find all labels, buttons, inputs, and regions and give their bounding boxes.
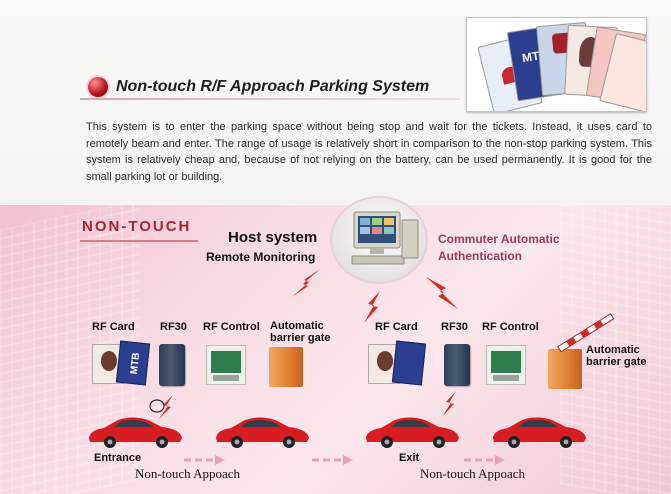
rf-card-image: MTB	[92, 340, 151, 386]
commuter-line-1: Commuter Automatic	[438, 232, 560, 246]
flow-arrow-icon	[464, 455, 505, 465]
barrier-line-1: Automatic	[586, 344, 640, 356]
flow-caption: Non-touch Appoach	[135, 466, 241, 481]
signal-bolt-icon	[442, 391, 456, 417]
signal-bolt-icon	[292, 269, 320, 297]
rf-cards-photo: MTB	[466, 17, 647, 112]
car-icon	[89, 417, 182, 448]
bullet-icon	[88, 77, 108, 97]
rf-control-label: RF Control	[203, 321, 260, 333]
barrier-line-1: Automatic	[270, 320, 324, 332]
host-computer-image	[330, 196, 428, 284]
car-icon	[366, 417, 459, 448]
commuter-line-2: Authentication	[438, 249, 522, 263]
rf-control-image	[206, 345, 246, 385]
page-title: Non-touch R/F Approach Parking System	[116, 78, 430, 95]
rf30-reader-image	[444, 344, 470, 386]
barrier-gate-image	[548, 349, 582, 389]
barrier-gate-label: Automatic barrier gate	[586, 344, 647, 368]
header-area: MTB Non-touch R/F Approach Parking Syste…	[0, 0, 671, 204]
rf30-label: RF30	[441, 321, 468, 333]
flow-caption: Non-touch Appoach	[420, 466, 526, 481]
flow-arrow-icon	[184, 455, 225, 465]
barrier-gate-label: Automatic barrier gate	[270, 320, 331, 344]
section-underline	[80, 240, 198, 242]
title-underline	[80, 98, 460, 100]
detection-loop-icon	[149, 399, 165, 413]
section-label: NON-TOUCH	[82, 218, 192, 235]
commuter-auth-label: Commuter Automatic Authentication	[438, 231, 560, 265]
entrance-caption: Entrance	[94, 452, 142, 464]
signal-bolt-icon	[364, 291, 380, 323]
card-blue	[391, 340, 427, 386]
rf-card-label: RF Card	[92, 321, 135, 333]
description-text: This system is to enter the parking spac…	[86, 121, 652, 183]
barrier-line-2: barrier gate	[270, 332, 331, 344]
card-blue: MTB	[115, 340, 151, 386]
car-icon	[216, 417, 309, 448]
host-system-title: Host system	[228, 229, 318, 246]
exit-caption: Exit	[399, 452, 420, 464]
flow-arrow-icon	[312, 455, 353, 465]
rf-control-image	[486, 345, 526, 385]
signal-bolt-icon	[159, 395, 173, 419]
host-system-subtitle: Remote Monitoring	[206, 250, 316, 264]
signal-bolt-icon	[426, 277, 458, 309]
page-title-row: Non-touch R/F Approach Parking System	[88, 75, 429, 99]
rf-card-image	[368, 340, 427, 386]
rf-control-label: RF Control	[482, 321, 539, 333]
rf-card-label: RF Card	[375, 321, 418, 333]
barrier-gate-image	[269, 347, 303, 387]
rf30-reader-image	[159, 344, 185, 386]
car-icon	[493, 417, 586, 448]
rf30-label: RF30	[160, 321, 187, 333]
barrier-arm-icon	[557, 313, 615, 353]
barrier-line-2: barrier gate	[586, 356, 647, 368]
computer-icon	[351, 211, 419, 265]
card-logo: MTB	[128, 352, 143, 375]
